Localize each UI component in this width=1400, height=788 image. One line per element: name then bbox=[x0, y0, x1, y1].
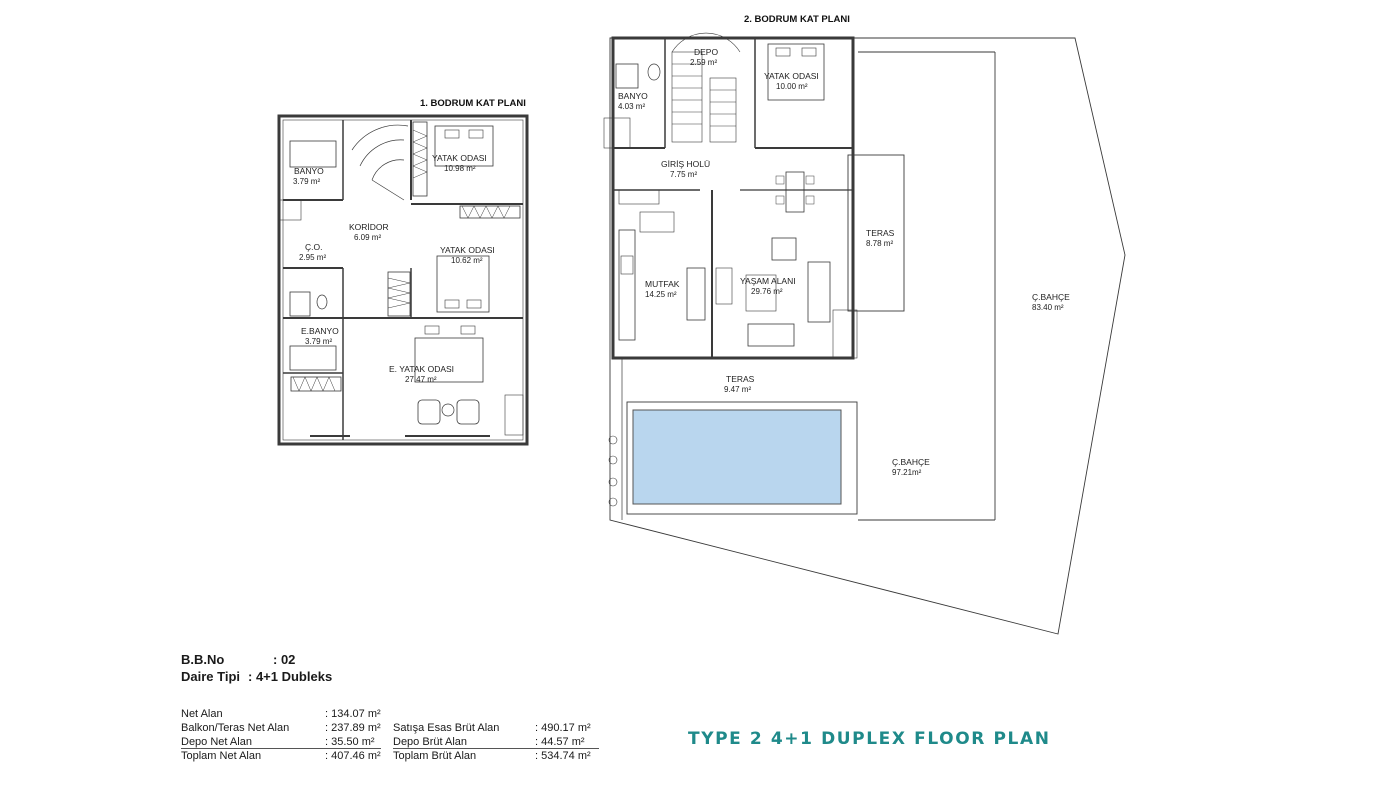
room-area: 3.79 m² bbox=[293, 177, 320, 186]
area-value: : 407.46 m² bbox=[325, 750, 381, 762]
room-name: TERAS bbox=[866, 228, 895, 238]
room-area: 10.00 m² bbox=[776, 82, 808, 91]
area-row: Net Alan : 134.07 m² bbox=[181, 707, 601, 721]
room-name: BANYO bbox=[294, 166, 324, 176]
room-name: Ç.BAHÇE bbox=[892, 457, 930, 467]
room-area: 29.76 m² bbox=[751, 287, 783, 296]
room-area: 7.75 m² bbox=[670, 170, 697, 179]
room-area: 8.78 m² bbox=[866, 239, 893, 248]
area-value: : 35.50 m² bbox=[325, 736, 375, 748]
room-area: 14.25 m² bbox=[645, 290, 677, 299]
area-label: Satışa Esas Brüt Alan bbox=[393, 722, 500, 734]
bb-no-row: B.B.No : 02 bbox=[181, 651, 621, 668]
unit-type-value: : 4+1 Dubleks bbox=[248, 669, 333, 684]
area-label: Depo Net Alan bbox=[181, 736, 252, 748]
room-name: KORİDOR bbox=[349, 222, 389, 232]
area-label: Balkon/Teras Net Alan bbox=[181, 722, 290, 734]
room-area: 3.79 m² bbox=[305, 337, 332, 346]
room-area: 10.62 m² bbox=[451, 256, 483, 265]
floor2-plan: 2. BODRUM KAT PLANI bbox=[603, 14, 1126, 635]
unit-type-label: Daire Tipi bbox=[181, 669, 241, 684]
room-name: E. YATAK ODASI bbox=[389, 364, 454, 374]
room-name: YATAK ODASI bbox=[432, 153, 487, 163]
room-area: 83.40 m² bbox=[1032, 303, 1064, 312]
room-name: E.BANYO bbox=[301, 326, 339, 336]
area-value: : 534.74 m² bbox=[535, 750, 591, 762]
floor1-title: 1. BODRUM KAT PLANI bbox=[420, 98, 526, 109]
floor2-title: 2. BODRUM KAT PLANI bbox=[744, 14, 850, 25]
area-value: : 134.07 m² bbox=[325, 708, 381, 720]
room-area: 27.47 m² bbox=[405, 375, 437, 384]
area-value: : 490.17 m² bbox=[535, 722, 591, 734]
room-name: YAŞAM ALANI bbox=[740, 276, 796, 286]
unit-type-row: Daire Tipi : 4+1 Dubleks bbox=[181, 668, 621, 685]
room-name: BANYO bbox=[618, 91, 648, 101]
area-row: Toplam Net Alan : 407.46 m² Toplam Brüt … bbox=[181, 749, 601, 763]
area-label: Depo Brüt Alan bbox=[393, 736, 467, 748]
area-row: Depo Net Alan : 35.50 m² Depo Brüt Alan … bbox=[181, 735, 601, 749]
area-row: Balkon/Teras Net Alan : 237.89 m² Satışa… bbox=[181, 721, 601, 735]
room-name: YATAK ODASI bbox=[440, 245, 495, 255]
room-area: 10.98 m² bbox=[444, 164, 476, 173]
room-area: 6.09 m² bbox=[354, 233, 381, 242]
divider bbox=[181, 748, 381, 749]
room-name: GİRİŞ HOLÜ bbox=[661, 159, 710, 169]
area-value: : 44.57 m² bbox=[535, 736, 585, 748]
divider bbox=[393, 748, 599, 749]
area-value: : 237.89 m² bbox=[325, 722, 381, 734]
pool bbox=[632, 409, 842, 505]
room-name: DEPO bbox=[694, 47, 718, 57]
unit-info: B.B.No : 02 Daire Tipi : 4+1 Dubleks bbox=[181, 651, 621, 685]
area-label: Toplam Net Alan bbox=[181, 750, 262, 762]
room-area: 2.95 m² bbox=[299, 253, 326, 262]
room-area: 2.59 m² bbox=[690, 58, 717, 67]
bb-no-value: : 02 bbox=[273, 652, 296, 667]
room-name: Ç.BAHÇE bbox=[1032, 292, 1070, 302]
room-area: 4.03 m² bbox=[618, 102, 645, 111]
area-table: Net Alan : 134.07 m² Balkon/Teras Net Al… bbox=[181, 707, 601, 763]
room-name: YATAK ODASI bbox=[764, 71, 819, 81]
area-label: Toplam Brüt Alan bbox=[393, 750, 477, 762]
room-name: Ç.O. bbox=[305, 242, 322, 252]
room-area: 9.47 m² bbox=[724, 385, 751, 394]
bb-no-label: B.B.No bbox=[181, 652, 225, 667]
plan-type-title: TYPE 2 4+1 DUPLEX FLOOR PLAN bbox=[688, 729, 1051, 749]
room-name: MUTFAK bbox=[645, 279, 680, 289]
area-label: Net Alan bbox=[181, 708, 223, 720]
room-name: TERAS bbox=[726, 374, 755, 384]
room-area: 97.21m² bbox=[892, 468, 922, 477]
floor1-plan: 1. BODRUM KAT PLANI bbox=[277, 98, 529, 446]
